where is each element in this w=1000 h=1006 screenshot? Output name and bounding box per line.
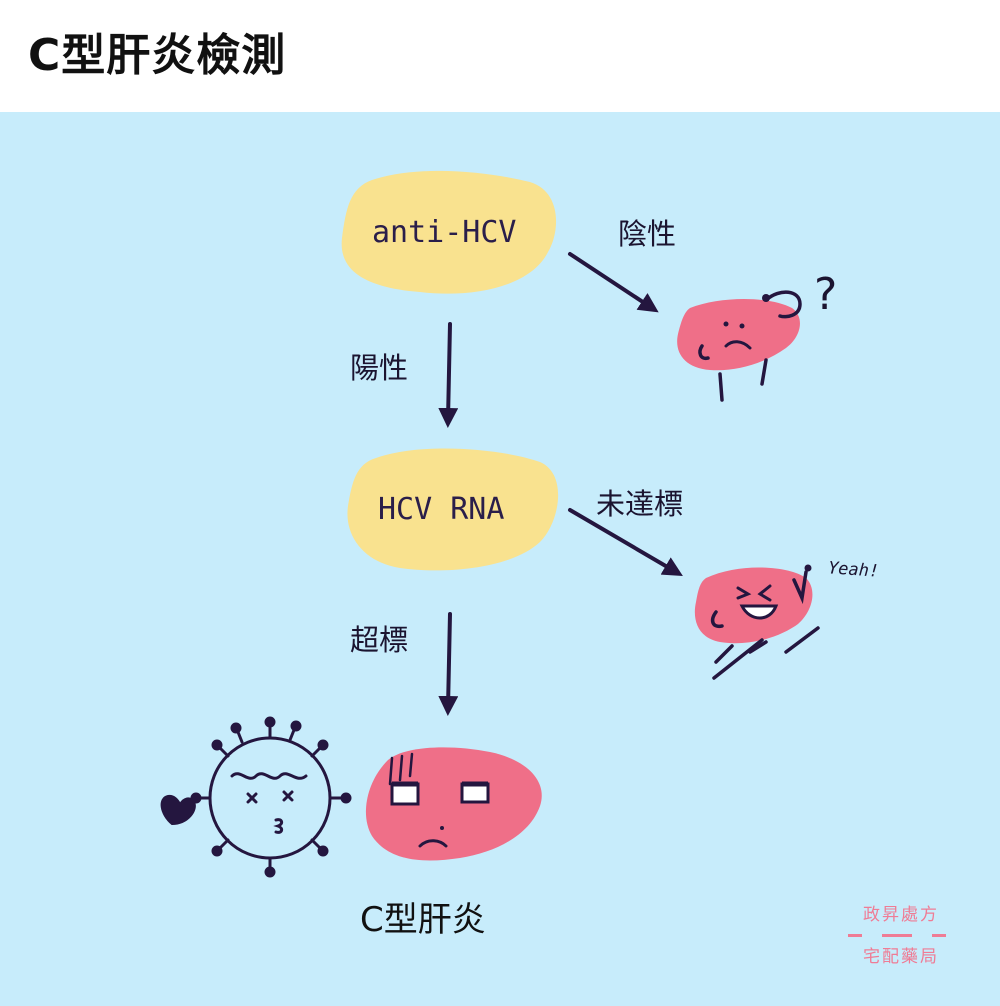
virus-icon — [190, 716, 352, 878]
anti-hcv-blob — [341, 170, 557, 294]
brand-line-1: 政昇處方 — [863, 905, 939, 925]
brand-divider — [846, 934, 956, 938]
above-label: 超標 — [350, 623, 409, 657]
arrow-undetectable — [568, 508, 683, 577]
diagram-svg — [160, 170, 820, 878]
infected-liver-icon — [365, 747, 542, 861]
negative-label: 陰性 — [618, 217, 677, 251]
header: C型肝炎檢測 — [0, 0, 1000, 112]
arrow-above — [438, 612, 459, 716]
question-mark: ? — [814, 269, 838, 320]
brand-logo: 政昇處方 宅配藥局 — [846, 904, 956, 968]
page-title: C型肝炎檢測 — [28, 30, 287, 81]
happy-liver-icon — [694, 564, 820, 680]
positive-label: 陽性 — [350, 351, 409, 385]
result-label: C型肝炎 — [360, 900, 486, 940]
brand-line-2: 宅配藥局 — [863, 947, 939, 967]
hcv-rna-label: HCV RNA — [378, 492, 505, 527]
heart-icon — [160, 794, 196, 826]
anti-hcv-label: anti-HCV — [372, 215, 517, 250]
diagram-canvas: anti-HCV 陰性 ? 陽性 HCV RNA 未達標 Yeah! 超標 C型… — [0, 112, 1000, 1006]
yeah-text: Yeah! — [827, 558, 880, 582]
confused-liver-icon — [677, 290, 802, 402]
arrow-negative — [568, 252, 659, 313]
hcv-rna-blob — [347, 448, 559, 571]
arrow-positive — [438, 322, 459, 428]
undetectable-label: 未達標 — [596, 487, 684, 521]
